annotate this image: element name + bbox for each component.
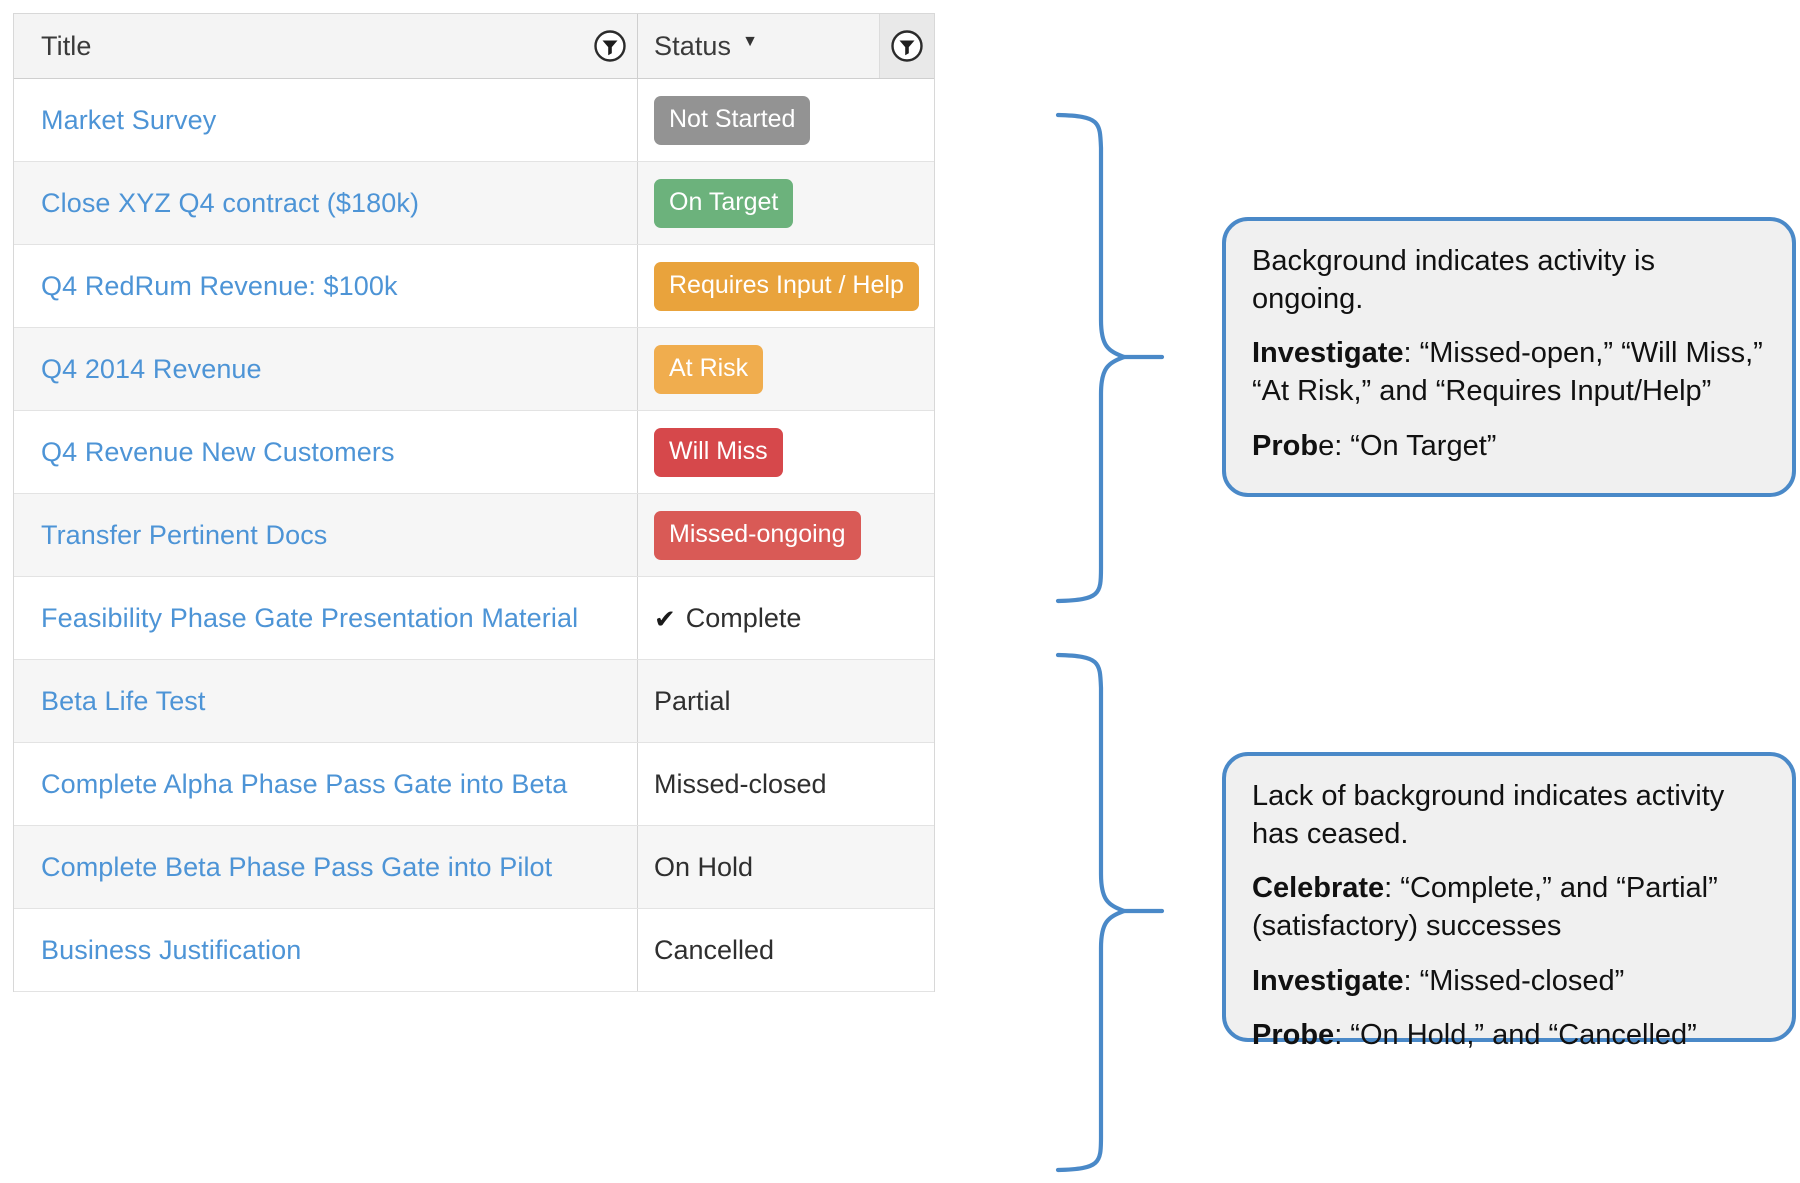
column-header-status-label: Status xyxy=(654,30,732,61)
row-title-link[interactable]: Close XYZ Q4 contract ($180k) xyxy=(41,187,420,218)
table-row[interactable]: Market Survey Not Started xyxy=(14,79,934,162)
cell-status: Missed-ongoing xyxy=(638,494,934,576)
cell-status: Missed-closed xyxy=(638,743,934,825)
column-header-status[interactable]: Status ▼ xyxy=(638,14,934,78)
row-title-link[interactable]: Q4 RedRum Revenue: $100k xyxy=(41,270,398,301)
status-badge: Requires Input / Help xyxy=(654,261,919,311)
table-header-row: Title Status ▼ xyxy=(14,14,934,79)
status-badge: Not Started xyxy=(654,95,811,145)
cell-title: Q4 Revenue New Customers xyxy=(14,411,638,493)
callout-ongoing-line-3-keyword: Prob xyxy=(1252,429,1319,462)
callout-ceased-line-3-body: : “Missed-closed” xyxy=(1403,964,1625,997)
cell-status: On Hold xyxy=(638,826,934,908)
curly-brace-icon-ceased xyxy=(1052,648,1172,1183)
cell-title: Transfer Pertinent Docs xyxy=(14,494,638,576)
sort-descending-icon[interactable]: ▼ xyxy=(742,33,758,50)
callout-ongoing-line-3-body: e: “On Target” xyxy=(1318,429,1497,462)
cell-title: Market Survey xyxy=(14,79,638,161)
check-icon: ✔ xyxy=(654,604,676,634)
cell-title: Business Justification xyxy=(14,909,638,991)
status-badge: At Risk xyxy=(654,344,764,394)
callout-ceased-line-4: Probe: “On Hold,” and “Cancelled” xyxy=(1252,1017,1766,1055)
cell-status: On Target xyxy=(638,162,934,244)
callout-ceased-line-2-keyword: Celebrate xyxy=(1252,872,1385,905)
status-badge: On Target xyxy=(654,178,794,228)
row-title-link[interactable]: Market Survey xyxy=(41,104,217,135)
status-badge: Missed-ongoing xyxy=(654,510,861,560)
filter-funnel-icon-status[interactable] xyxy=(879,14,934,78)
row-title-link[interactable]: Transfer Pertinent Docs xyxy=(41,519,328,550)
row-title-link[interactable]: Complete Alpha Phase Pass Gate into Beta xyxy=(41,768,568,799)
callout-ceased-line-1: Lack of background indicates activity ha… xyxy=(1252,780,1725,850)
callout-ongoing-line-3: Probe: “On Target” xyxy=(1252,428,1766,466)
column-header-title-label: Title xyxy=(41,30,92,61)
filter-funnel-icon-title[interactable] xyxy=(583,14,637,78)
table-row[interactable]: Beta Life Test Partial xyxy=(14,660,934,743)
table-row[interactable]: Feasibility Phase Gate Presentation Mate… xyxy=(14,577,934,660)
cell-status: At Risk xyxy=(638,328,934,410)
status-text-label: Complete xyxy=(685,602,802,633)
callout-ongoing: Background indicates activity is ongoing… xyxy=(1222,217,1796,497)
row-title-link[interactable]: Q4 Revenue New Customers xyxy=(41,436,395,467)
table-row[interactable]: Q4 Revenue New Customers Will Miss xyxy=(14,411,934,494)
status-badge: Will Miss xyxy=(654,427,783,477)
curly-brace-icon-ongoing xyxy=(1052,108,1172,613)
status-text: Missed-closed xyxy=(654,768,827,799)
row-title-link[interactable]: Beta Life Test xyxy=(41,685,206,716)
callout-ceased-line-2: Celebrate: “Complete,” and “Partial” (sa… xyxy=(1252,870,1766,945)
callout-ceased-line-2-body: : “Complete,” and “Partial” (satisfactor… xyxy=(1252,872,1718,943)
callout-ceased-line-3-keyword: Investigate xyxy=(1252,964,1404,997)
callout-ceased: Lack of background indicates activity ha… xyxy=(1222,752,1796,1051)
callout-ceased-line-4-keyword: Probe xyxy=(1252,1019,1335,1052)
cell-title: Complete Beta Phase Pass Gate into Pilot xyxy=(14,826,638,908)
callout-ceased-line-4-body: : “On Hold,” and “Cancelled” xyxy=(1334,1019,1697,1052)
cell-status: Requires Input / Help xyxy=(638,245,934,327)
cell-title: Q4 2014 Revenue xyxy=(14,328,638,410)
cell-title: Beta Life Test xyxy=(14,660,638,742)
row-title-link[interactable]: Q4 2014 Revenue xyxy=(41,353,262,384)
table-row[interactable]: Complete Alpha Phase Pass Gate into Beta… xyxy=(14,743,934,826)
callout-ongoing-line-2-keyword: Investigate xyxy=(1252,337,1404,370)
table-row[interactable]: Complete Beta Phase Pass Gate into Pilot… xyxy=(14,826,934,909)
row-title-link[interactable]: Complete Beta Phase Pass Gate into Pilot xyxy=(41,851,553,882)
status-text: ✔ Complete xyxy=(654,602,802,634)
row-title-link[interactable]: Feasibility Phase Gate Presentation Mate… xyxy=(41,602,579,633)
cell-title: Feasibility Phase Gate Presentation Mate… xyxy=(14,577,638,659)
callout-ongoing-line-1: Background indicates activity is ongoing… xyxy=(1252,245,1655,315)
table-row[interactable]: Close XYZ Q4 contract ($180k) On Target xyxy=(14,162,934,245)
status-text: On Hold xyxy=(654,851,754,882)
cell-status: ✔ Complete xyxy=(638,577,934,659)
status-table: Title Status ▼ Market xyxy=(13,13,935,992)
callout-ongoing-line-2-body: : “Missed-open,” “Will Miss,” “At Risk,”… xyxy=(1252,337,1763,408)
cell-status: Will Miss xyxy=(638,411,934,493)
cell-status: Not Started xyxy=(638,79,934,161)
status-text: Partial xyxy=(654,685,731,716)
table-row[interactable]: Business Justification Cancelled xyxy=(14,909,934,992)
column-header-title[interactable]: Title xyxy=(14,14,638,78)
cell-title: Close XYZ Q4 contract ($180k) xyxy=(14,162,638,244)
callout-ongoing-line-2: Investigate: “Missed-open,” “Will Miss,”… xyxy=(1252,335,1766,410)
row-title-link[interactable]: Business Justification xyxy=(41,934,302,965)
table-row[interactable]: Q4 2014 Revenue At Risk xyxy=(14,328,934,411)
cell-title: Q4 RedRum Revenue: $100k xyxy=(14,245,638,327)
cell-title: Complete Alpha Phase Pass Gate into Beta xyxy=(14,743,638,825)
status-text: Cancelled xyxy=(654,934,775,965)
table-row[interactable]: Transfer Pertinent Docs Missed-ongoing xyxy=(14,494,934,577)
callout-ceased-line-3: Investigate: “Missed-closed” xyxy=(1252,963,1766,1001)
cell-status: Cancelled xyxy=(638,909,934,991)
cell-status: Partial xyxy=(638,660,934,742)
table-row[interactable]: Q4 RedRum Revenue: $100k Requires Input /… xyxy=(14,245,934,328)
